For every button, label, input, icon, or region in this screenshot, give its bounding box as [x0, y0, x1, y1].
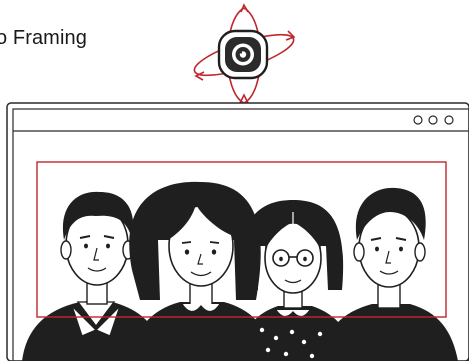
webcam-icon[interactable] — [191, 5, 298, 103]
